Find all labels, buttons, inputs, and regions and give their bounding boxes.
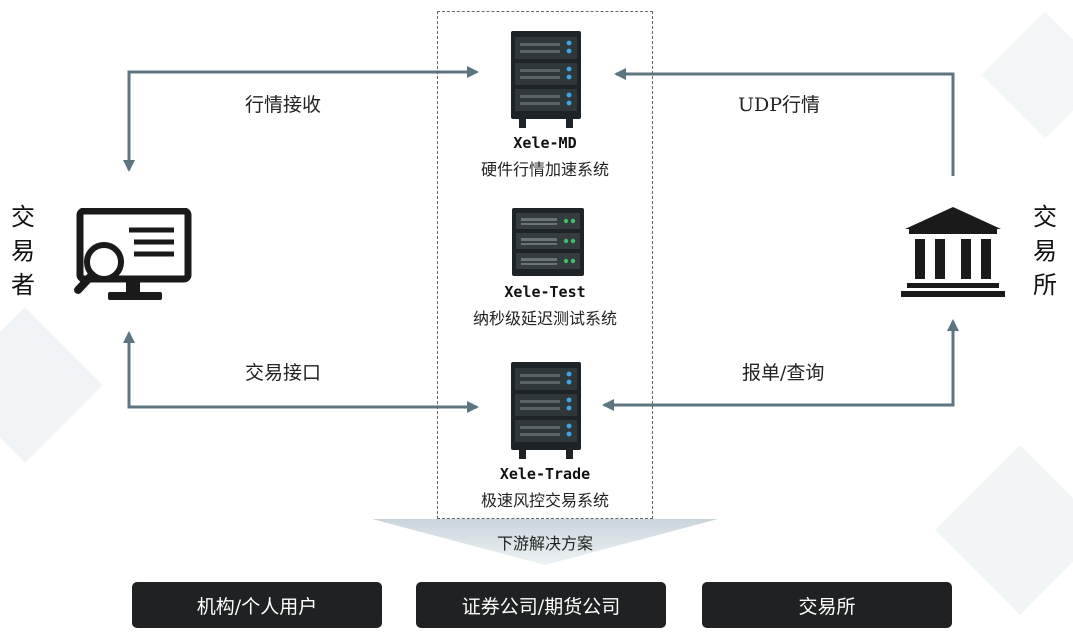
server-test-icon [512,208,584,276]
server-md-name: Xele-MD [513,134,577,152]
server-md-icon [511,31,581,128]
solution-container [437,11,653,519]
computer-magnifier-icon [74,208,192,300]
trader-char-3: 者 [11,271,35,299]
flow-label-trade-interface: 交易接口 [245,362,322,384]
flow-label-quote-receive: 行情接收 [245,94,322,116]
downstream-broker-button[interactable]: 证券公司/期货公司 [416,582,666,628]
exchange-char-1: 交 [1033,203,1057,231]
arrow-exchange-trade [602,323,955,411]
trader-char-1: 交 [11,203,35,231]
server-trade-icon [511,362,581,459]
trader-label: 交 易 者 [8,200,38,302]
exchange-char-3: 所 [1033,271,1057,299]
flow-label-udp-quote: UDP行情 [738,94,821,116]
arrow-exchange-to-md [614,68,955,176]
exchange-char-2: 易 [1033,237,1057,265]
downstream-individual-button[interactable]: 机构/个人用户 [132,582,382,628]
server-test-desc: 纳秒级延迟测试系统 [472,309,617,328]
flow-label-order-query: 报单/查询 [742,362,825,384]
server-md-desc: 硬件行情加速系统 [480,160,609,179]
downstream-funnel [372,519,718,565]
server-test-name: Xele-Test [504,283,586,301]
bank-building-icon [901,207,1005,297]
server-trade-desc: 极速风控交易系统 [480,491,609,510]
server-trade-name: Xele-Trade [499,465,591,483]
downstream-exchange-button[interactable]: 交易所 [702,582,952,628]
trader-char-2: 易 [11,237,35,265]
downstream-label: 下游解决方案 [496,534,593,553]
arrow-md-to-trader [123,70,475,172]
exchange-label: 交 易 所 [1030,200,1060,302]
